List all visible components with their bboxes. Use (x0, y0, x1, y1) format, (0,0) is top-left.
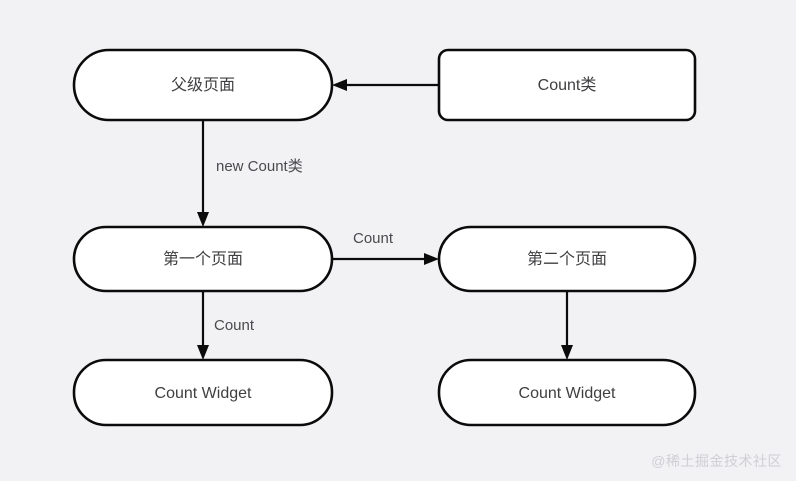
node-shape[interactable] (72, 48, 334, 122)
edge-label-new-count-class: new Count类 (216, 158, 303, 175)
node-shape[interactable] (437, 225, 697, 293)
node-label-count-widget-right: Count Widget (519, 385, 616, 402)
node-label-count-widget-left: Count Widget (155, 385, 252, 402)
arrowhead-icon (332, 79, 347, 91)
node-label-count-class: Count类 (538, 76, 597, 94)
node-shape[interactable] (437, 48, 697, 122)
node-count-class[interactable]: Count类 (437, 48, 697, 122)
edge-second-page-to-count-widget-right (561, 291, 573, 360)
node-first-page[interactable]: 第一个页面 (72, 225, 334, 293)
node-label-second-page: 第二个页面 (527, 250, 607, 268)
arrowhead-icon (424, 253, 439, 265)
arrowhead-icon (561, 345, 573, 360)
node-count-widget-right[interactable]: Count Widget (437, 358, 697, 427)
edge-count-class-to-parent-page (332, 79, 439, 91)
watermark: @稀土掘金技术社区 (651, 453, 782, 469)
arrowhead-icon (197, 345, 209, 360)
node-shape[interactable] (72, 225, 334, 293)
edge-parent-page-to-first-page: new Count类 (197, 120, 303, 227)
node-count-widget-left[interactable]: Count Widget (72, 358, 334, 427)
edge-label-count-horizontal: Count (353, 230, 394, 247)
node-label-first-page: 第一个页面 (163, 250, 243, 268)
arrowhead-icon (197, 212, 209, 227)
edge-first-page-to-second-page: Count (332, 230, 439, 265)
node-parent-page[interactable]: 父级页面 (72, 48, 334, 122)
edge-label-count-left: Count (214, 317, 255, 334)
node-label-parent-page: 父级页面 (171, 76, 235, 94)
node-shape[interactable] (72, 358, 334, 427)
edge-first-page-to-count-widget-left: Count (197, 291, 255, 360)
node-second-page[interactable]: 第二个页面 (437, 225, 697, 293)
node-shape[interactable] (437, 358, 697, 427)
